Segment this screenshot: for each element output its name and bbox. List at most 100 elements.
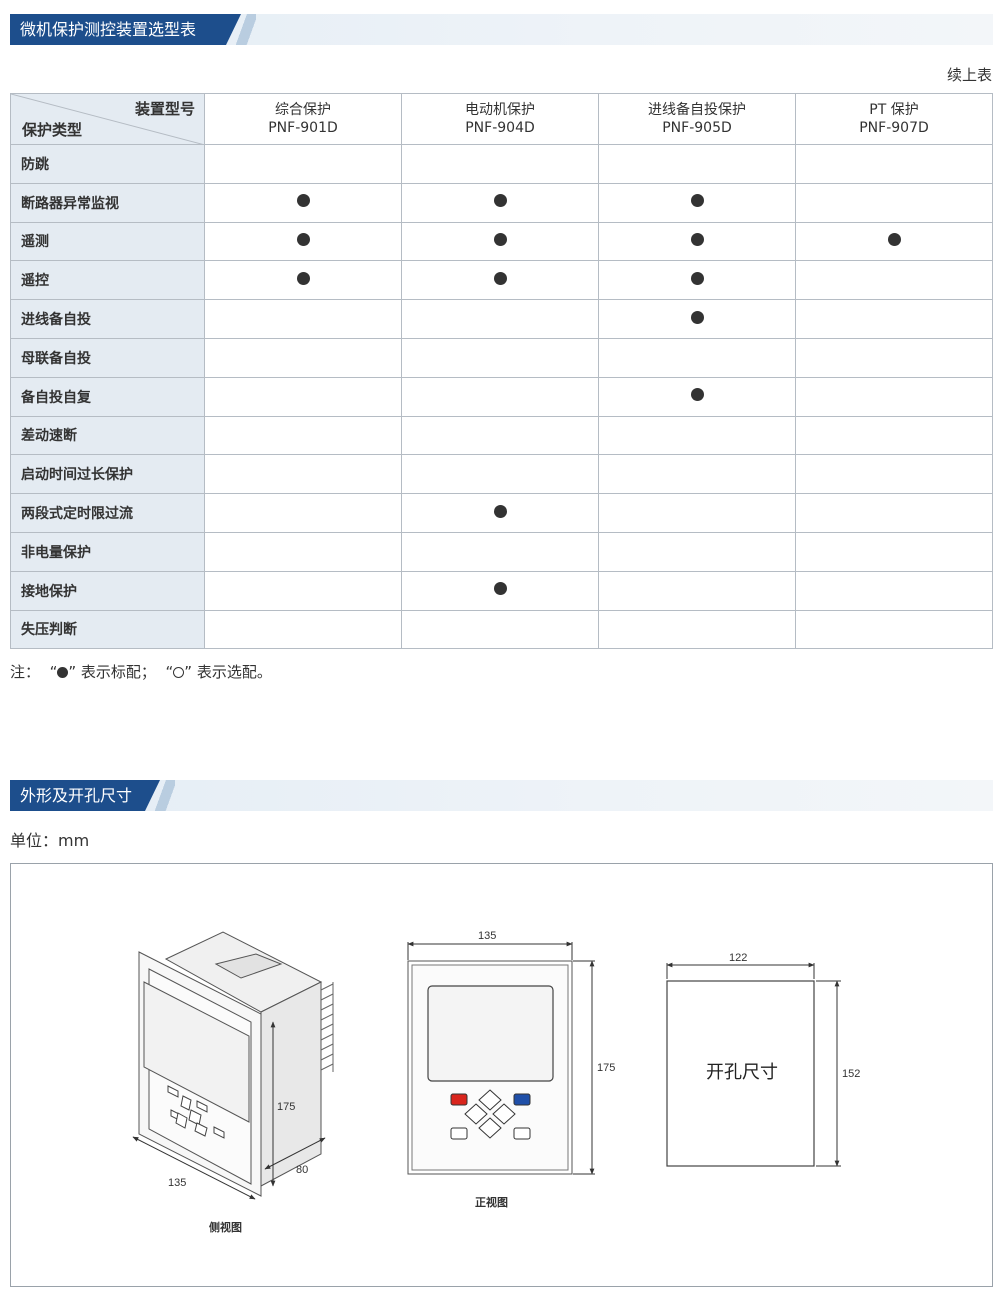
table-cell [598,182,796,223]
table-note: 注： “” 表示标配； “” 表示选配。 [10,663,272,681]
table-row: 差动速断 [10,415,993,456]
corner-label-type: 保护类型 [22,121,83,139]
row-label: 接地保护 [10,570,205,611]
table-cell [204,376,402,417]
table-cell [795,299,993,339]
table-cell [598,531,796,572]
section-title: 微机保护测控装置选型表 [10,14,226,45]
standard-dot-icon [887,232,901,246]
standard-dot-icon [493,194,507,208]
standard-dot-icon [296,232,310,246]
table-cell [204,337,402,378]
side-depth-dim: 80 [296,1164,308,1176]
front-width-dim: 135 [478,930,496,942]
corner-label-model: 装置型号 [134,100,195,118]
table-cell [401,221,599,262]
standard-dot-icon [690,194,704,208]
table-cell [204,609,402,650]
table-cell [204,182,402,223]
table-cell [401,337,599,378]
table-cell [795,182,993,223]
row-label: 非电量保护 [10,531,205,572]
table-row: 两段式定时限过流 [10,493,993,533]
table-cell [795,376,993,417]
table-cell [204,493,402,533]
table-cell [401,454,599,495]
table-cell [598,144,796,184]
table-cell [598,337,796,378]
table-cell [795,221,993,262]
standard-dot-icon [493,582,507,596]
table-row: 非电量保护 [10,531,993,572]
table-cell [401,531,599,572]
table-row: 接地保护 [10,570,993,611]
table-corner-cell: 装置型号 保护类型 [10,93,205,145]
table-cell [598,376,796,417]
table-cell [598,415,796,456]
table-cell [795,415,993,456]
table-cell [795,454,993,495]
standard-dot-icon [493,271,507,285]
table-cell [401,376,599,417]
table-cell [598,570,796,611]
table-cell [401,182,599,223]
cutout-label: 开孔尺寸 [706,1062,778,1082]
table-cell [795,144,993,184]
row-label: 进线备自投 [10,299,205,339]
table-row: 母联备自投 [10,337,993,378]
table-cell [795,337,993,378]
table-cell [598,454,796,495]
row-label: 启动时间过长保护 [10,454,205,495]
table-row: 防跳 [10,144,993,184]
row-label: 防跳 [10,144,205,184]
table-cell [401,260,599,301]
side-width-dim: 135 [168,1177,186,1189]
front-view-drawing [407,941,595,1175]
table-row: 备自投自复 [10,376,993,417]
table-cell [401,415,599,456]
table-cell [795,493,993,533]
section-banner-dimensions: 外形及开孔尺寸 [10,780,993,811]
table-cell [598,299,796,339]
blue-key [513,1093,531,1106]
row-label: 失压判断 [10,609,205,650]
table-cell [598,260,796,301]
front-view-caption: 正视图 [475,1195,508,1209]
table-cell [204,221,402,262]
table-cell [401,144,599,184]
front-height-dim: 175 [597,1062,615,1074]
empty-circle-icon [173,667,185,678]
side-height-dim: 175 [277,1101,295,1113]
table-cell [204,299,402,339]
standard-dot-icon [690,388,704,402]
table-cell [401,570,599,611]
table-cell [795,531,993,572]
table-cell [401,299,599,339]
table-row: 启动时间过长保护 [10,454,993,495]
section-title: 外形及开孔尺寸 [10,780,145,811]
table-row: 失压判断 [10,609,993,650]
standard-dot-icon [690,271,704,285]
standard-dot-icon [296,194,310,208]
row-label: 备自投自复 [10,376,205,417]
standard-dot-icon [493,504,507,518]
row-label: 差动速断 [10,415,205,456]
table-cell [795,260,993,301]
table-row: 断路器异常监视 [10,182,993,223]
row-label: 断路器异常监视 [10,182,205,223]
filled-circle-icon [57,667,69,678]
cutout-height-dim: 152 [842,1068,860,1080]
section-banner-selection: 微机保护测控装置选型表 [10,14,993,45]
dimension-drawing-panel: 175 135 80 侧视图 135 175 [10,863,993,1287]
table-row: 进线备自投 [10,299,993,339]
cutout-width-dim: 122 [729,952,747,964]
table-cell [204,260,402,301]
table-cell [204,570,402,611]
unit-label: 单位：mm [10,831,90,850]
table-cell [204,531,402,572]
row-label: 遥测 [10,221,205,262]
table-row: 遥控 [10,260,993,301]
